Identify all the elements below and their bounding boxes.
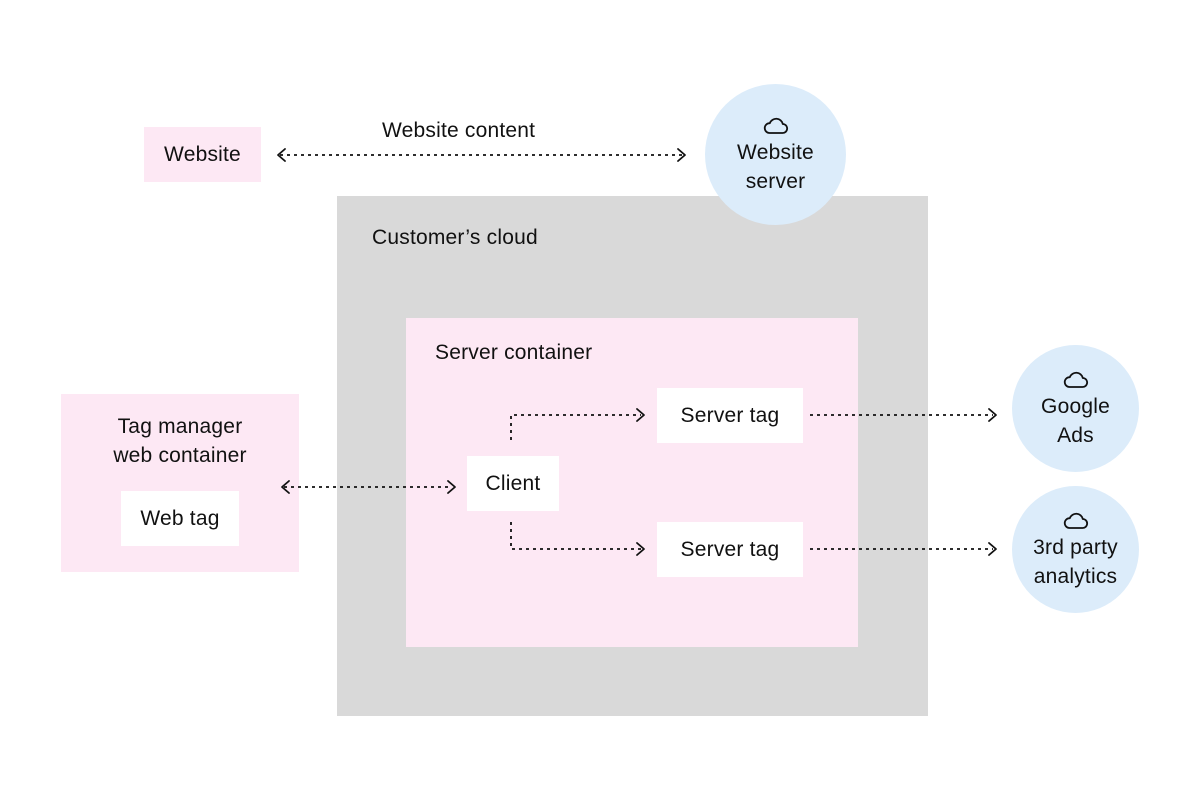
website-box: Website: [144, 127, 261, 182]
cloud-icon: [1063, 371, 1088, 388]
arrowhead-google-ads: [988, 408, 997, 422]
analytics-node: 3rd party analytics: [1012, 486, 1139, 613]
tag-manager-web-container: Tag manager web container Web tag: [61, 394, 299, 572]
server-tag-bottom-label: Server tag: [680, 537, 780, 561]
arrowhead-website-left: [277, 148, 286, 162]
server-tag-top-label: Server tag: [680, 403, 780, 427]
website-server-node: Website server: [705, 84, 846, 225]
google-ads-node: Google Ads: [1012, 345, 1139, 472]
website-label: Website: [164, 142, 241, 166]
analytics-line1: 3rd party: [1033, 535, 1118, 559]
server-container-label: Server container: [435, 341, 593, 364]
website-content-label: Website content: [382, 119, 536, 142]
web-tag-label: Web tag: [140, 506, 220, 530]
google-ads-line1: Google: [1041, 394, 1110, 418]
server-tag-top-box: Server tag: [657, 388, 803, 443]
cloud-icon: [763, 117, 788, 134]
client-box: Client: [467, 456, 559, 511]
client-label: Client: [485, 471, 541, 495]
google-ads-line2: Ads: [1057, 423, 1094, 447]
tag-manager-line1: Tag manager: [117, 415, 243, 438]
tag-manager-line2: web container: [113, 444, 247, 467]
analytics-line2: analytics: [1033, 564, 1118, 588]
arrowhead-analytics: [988, 542, 997, 556]
cloud-icon: [1063, 512, 1088, 529]
server-tag-bottom-box: Server tag: [657, 522, 803, 577]
website-server-line1: Website: [737, 140, 814, 164]
arrowhead-website-server-right: [677, 148, 686, 162]
customers-cloud-label: Customer’s cloud: [372, 226, 538, 249]
web-tag-box: Web tag: [121, 491, 239, 546]
website-server-line2: server: [745, 169, 806, 193]
